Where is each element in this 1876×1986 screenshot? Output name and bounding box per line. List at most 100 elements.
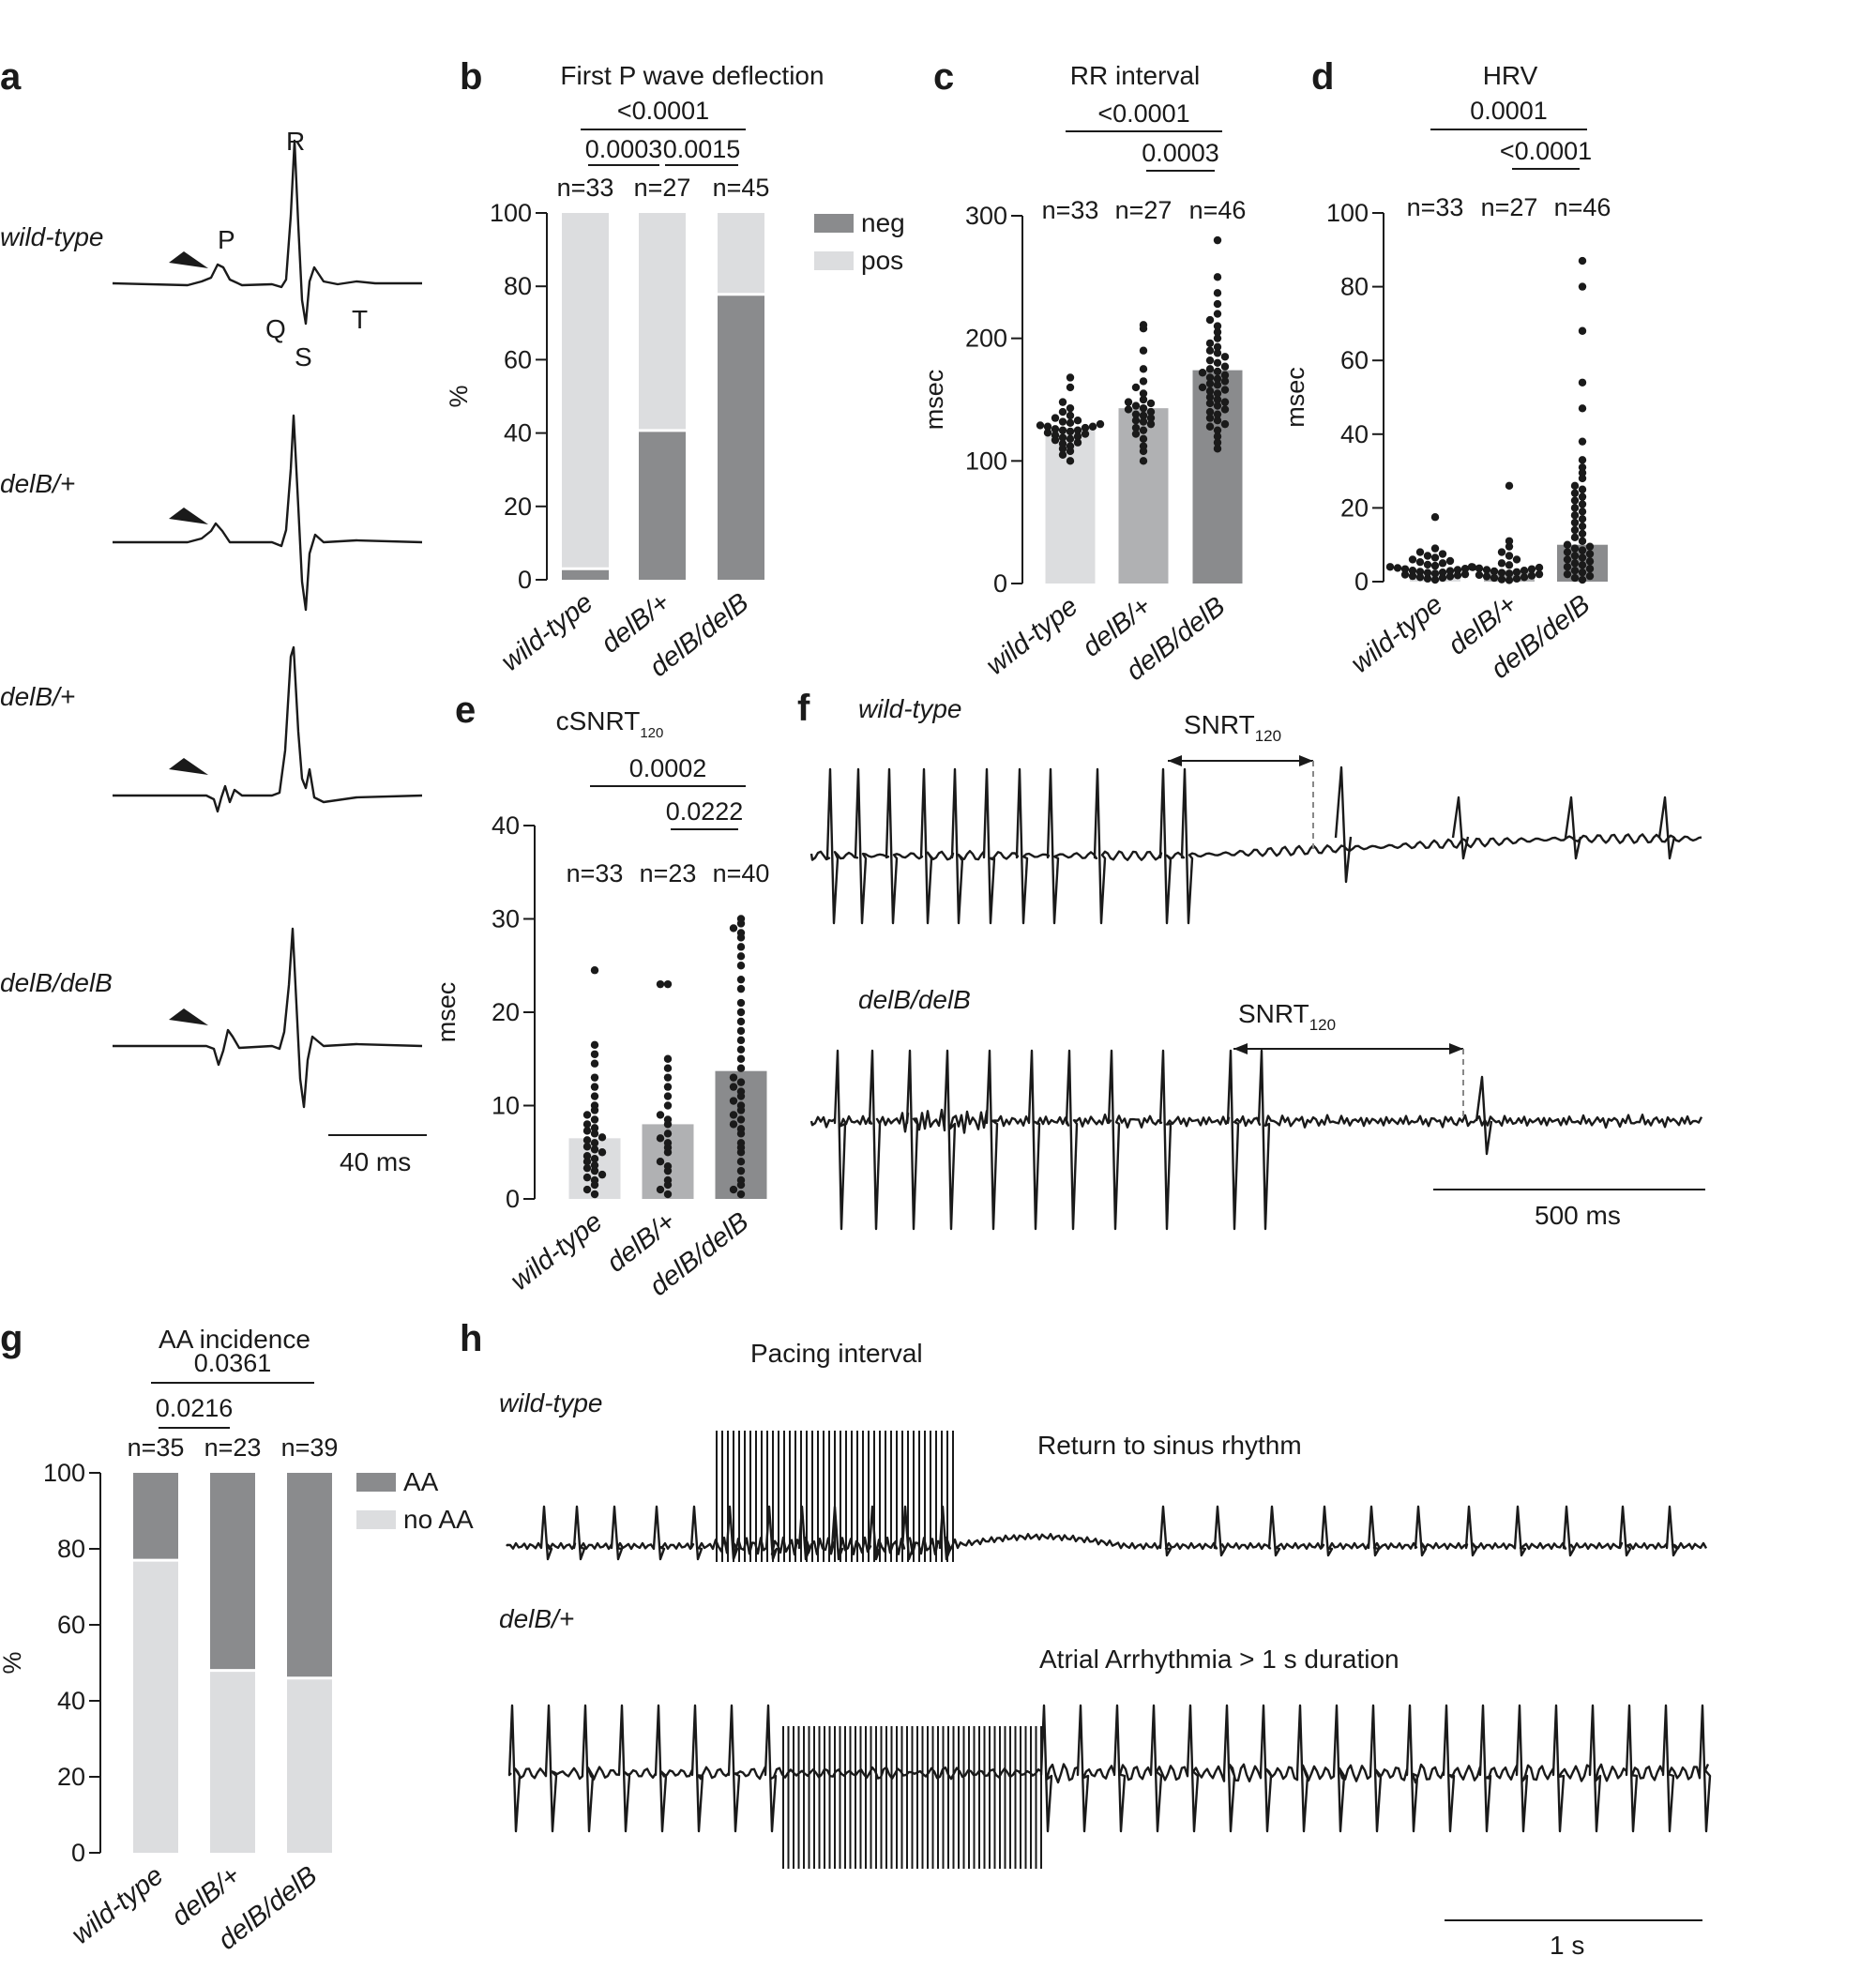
data-point-d (1497, 559, 1506, 568)
chart-d-hrv: HRV020406080100msecwild-typedelB/+delB/d… (1281, 61, 1611, 685)
data-point-d (1423, 574, 1432, 584)
data-point-e (663, 1161, 673, 1171)
data-point-d (1385, 563, 1395, 571)
chart-d-pvalue: <0.0001 (1500, 137, 1592, 165)
chart-e-n-label: n=33 (567, 859, 624, 887)
data-point-c (1213, 381, 1222, 389)
data-point-d (1578, 514, 1587, 523)
data-point-e (663, 979, 673, 989)
data-point-e (598, 1133, 607, 1142)
chart-c-ytick-label: 0 (993, 569, 1007, 598)
data-point-d (1415, 557, 1425, 567)
snrt-late-beat (1657, 796, 1676, 860)
data-point-d (1430, 544, 1440, 553)
data-point-d (1585, 557, 1595, 566)
chart-b-ytick-label: 100 (490, 199, 532, 227)
data-point-d (1512, 568, 1521, 576)
data-point-d (1438, 550, 1447, 558)
data-point-c (1205, 407, 1215, 417)
data-point-d (1585, 571, 1595, 581)
panel-label-c: c (933, 56, 954, 98)
data-point-d (1578, 537, 1587, 545)
data-point-e (736, 1190, 746, 1199)
data-point-d (1578, 546, 1587, 554)
data-point-c (1213, 367, 1222, 376)
ecg-trace-wild-type (112, 139, 422, 326)
data-point-c (1213, 402, 1222, 410)
data-point-e (736, 1026, 746, 1036)
legend-label: pos (861, 246, 903, 275)
arrowhead-p-wave-3 (169, 758, 208, 775)
data-point-c (1220, 362, 1230, 371)
data-point-d (1570, 504, 1580, 512)
data-point-c (1051, 425, 1060, 433)
data-point-d (1578, 485, 1587, 493)
chart-b-title: First P wave deflection (560, 61, 824, 90)
data-point-c (1213, 322, 1222, 330)
bar-g-1-0 (210, 1670, 255, 1853)
chart-c-rr-interval: RR interval0100200300msecwild-typedelB/+… (920, 61, 1246, 687)
data-point-e (736, 998, 746, 1008)
data-point-e (582, 1120, 592, 1129)
pacing-trace-delb-het (507, 1704, 1712, 1833)
panel-a-scalebar-label: 40 ms (340, 1147, 411, 1176)
data-point-d (1570, 511, 1580, 520)
panel-f-scalebar-label: 500 ms (1535, 1201, 1621, 1230)
chart-e-pvalue: 0.0222 (666, 797, 744, 826)
data-point-d (1497, 575, 1506, 584)
data-point-e (590, 1155, 599, 1163)
data-point-c (1205, 315, 1215, 325)
data-point-d (1467, 563, 1476, 571)
data-point-e (729, 924, 738, 932)
chart-b-n-label: n=33 (557, 174, 614, 202)
data-point-c (1036, 421, 1045, 430)
chart-e-ytick-label: 0 (506, 1185, 520, 1213)
chart-e-ytick-label: 20 (492, 998, 520, 1026)
data-point-d (1578, 553, 1587, 562)
data-point-e (582, 1158, 592, 1166)
chart-e-title-sub: 120 (640, 725, 663, 741)
chart-d-n-label: n=33 (1407, 193, 1464, 221)
snrt-late-beat (1451, 796, 1470, 860)
data-point-c (1139, 426, 1148, 434)
snrt-late-beat (1475, 1075, 1493, 1156)
chart-b-ytick-label: 80 (504, 272, 532, 300)
data-point-d (1578, 256, 1587, 265)
chart-d-ytick-label: 40 (1340, 420, 1369, 448)
chart-d-ytick-label: 60 (1340, 346, 1369, 374)
data-point-c (1051, 414, 1060, 422)
chart-e-n-label: n=23 (640, 859, 697, 887)
chart-g-n-label: n=23 (204, 1433, 262, 1462)
bar-b-2-1 (718, 213, 764, 295)
chart-b-pvalue: <0.0001 (617, 97, 709, 125)
data-point-d (1482, 572, 1491, 581)
data-point-e (663, 1054, 673, 1063)
data-point-c (1066, 383, 1075, 392)
data-point-d (1578, 468, 1587, 478)
panel-h-genotype-2: delB/+ (499, 1604, 574, 1633)
chart-b-category-label: wild-type (495, 587, 598, 677)
chart-c-pvalue: 0.0003 (1142, 139, 1219, 167)
data-point-d (1535, 563, 1544, 572)
bar-c-1 (1118, 408, 1169, 584)
data-point-e (736, 984, 746, 993)
data-point-e (656, 1185, 665, 1194)
chart-e-ytick-label: 10 (492, 1092, 520, 1120)
chart-b-pvalue: 0.0015 (663, 135, 741, 163)
chart-e-ytick-label: 40 (492, 811, 520, 840)
wave-label-p: P (218, 225, 235, 254)
chart-c-n-label: n=33 (1042, 196, 1099, 224)
data-point-e (598, 1148, 607, 1157)
snrt-arrowhead-2a (1233, 1043, 1248, 1054)
data-point-d (1430, 569, 1440, 578)
data-point-c (1220, 398, 1230, 406)
data-point-e (729, 1185, 738, 1194)
chart-c-pvalue: <0.0001 (1097, 99, 1189, 128)
data-point-c (1146, 419, 1156, 429)
snrt-late-beat (1334, 766, 1353, 884)
data-point-c (1213, 334, 1222, 342)
data-point-d (1482, 566, 1491, 574)
data-point-d (1578, 326, 1587, 335)
